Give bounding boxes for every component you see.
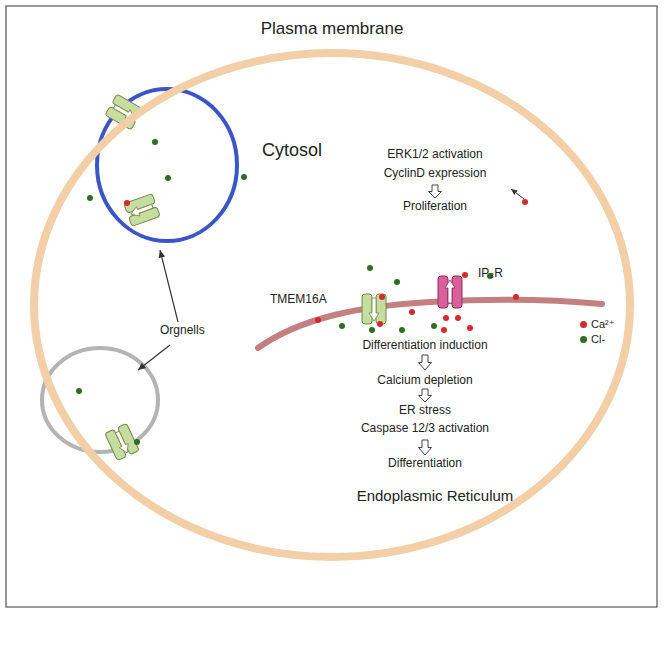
pathway-step: Calcium depletion (377, 374, 472, 388)
region-label: Cytosol (262, 140, 322, 161)
leader-line (138, 345, 170, 370)
ion-dot (377, 321, 383, 327)
flow-arrow (419, 440, 432, 455)
pathway-step: Differentiation (388, 457, 462, 471)
legend-swatch (580, 321, 587, 328)
flow-arrow (419, 355, 432, 370)
ion-dot (369, 327, 375, 333)
ion-dot (76, 388, 82, 394)
channel-label: IP₃R (478, 267, 503, 281)
membrane-heading: Plasma membrane (261, 19, 404, 39)
ion-dot (87, 195, 93, 201)
ion-dot (399, 327, 405, 333)
leader-line (511, 189, 524, 199)
pathway-step: Proliferation (403, 200, 467, 214)
flow-arrow (429, 185, 442, 198)
ion-dot (467, 325, 473, 331)
ion-dot (441, 327, 447, 333)
ion-dot (315, 317, 321, 323)
channel-symbol (105, 423, 139, 460)
pathway-step: ER stress (399, 404, 451, 418)
organelle-label: Orgnells (160, 324, 205, 338)
channel-symbol (438, 276, 462, 308)
ion-dot (522, 199, 528, 205)
ion-dot (455, 315, 461, 321)
pathway-step: Caspase 12/3 activation (361, 422, 489, 436)
flow-arrow (419, 389, 432, 402)
ion-dot (124, 200, 130, 206)
pathway-step: Differentiation induction (362, 339, 487, 353)
ion-dot (513, 294, 519, 300)
ion-dot (339, 323, 345, 329)
legend-item: Cl- (580, 333, 605, 346)
ion-dot (241, 174, 247, 180)
ion-dot (367, 265, 373, 271)
ion-dot (394, 279, 400, 285)
pathway-step: CyclinD expression (384, 167, 487, 181)
ion-dot (443, 315, 449, 321)
channel-symbol (362, 294, 386, 324)
pathway-step: ERK1/2 activation (387, 148, 482, 162)
ion-dot (409, 309, 415, 315)
cell-outline (30, 49, 634, 561)
legend-text: Cl- (591, 333, 605, 346)
ion-dot (134, 439, 140, 445)
ion-dot (431, 323, 437, 329)
organelle-blue (97, 89, 237, 241)
ion-dot (165, 175, 171, 181)
ion-dot (379, 294, 385, 300)
ion-dot (462, 272, 468, 278)
ion-dot (152, 139, 158, 145)
legend-item: Ca²⁺ (580, 318, 615, 331)
channel-label: TMEM16A (270, 293, 327, 307)
legend-swatch (580, 336, 587, 343)
leader-line (160, 250, 178, 322)
legend-text: Ca²⁺ (591, 318, 615, 331)
frame (6, 6, 657, 607)
channel-symbol (124, 194, 160, 227)
cell: Plasma membraneCytosol (30, 49, 634, 561)
region-label: Endoplasmic Reticulum (357, 487, 514, 504)
